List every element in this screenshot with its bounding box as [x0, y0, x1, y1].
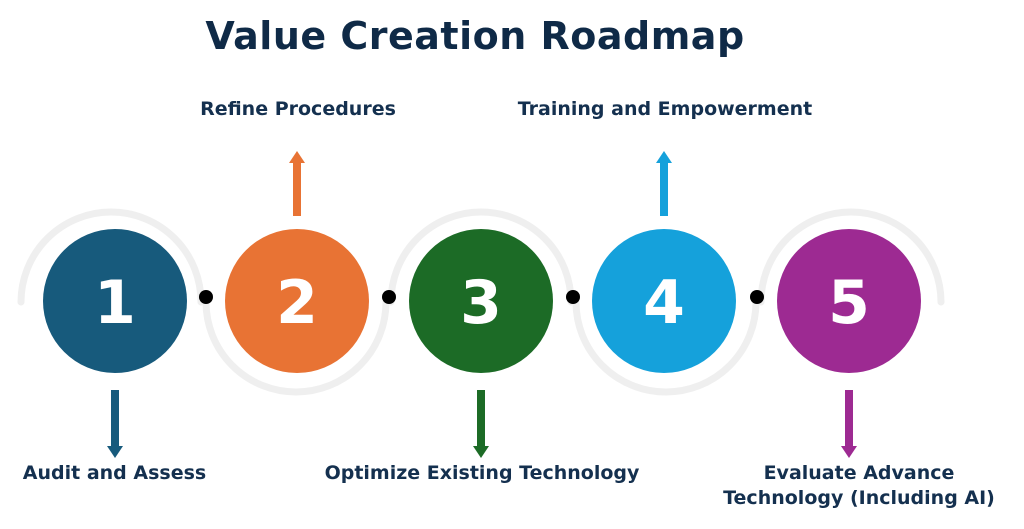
- step-label-5-line-1: Evaluate Advance: [763, 462, 955, 484]
- step-number-5: 5: [828, 268, 870, 338]
- track-arc-2: [202, 298, 390, 396]
- step-1: 1: [43, 229, 187, 373]
- step-number-3: 3: [460, 268, 502, 338]
- track-arc-3: [387, 208, 575, 306]
- step-3: 3: [409, 229, 553, 373]
- arrow-1-down: [107, 390, 123, 458]
- step-circle-4: [592, 229, 736, 373]
- page-title: Value Creation Roadmap: [205, 14, 745, 58]
- step-label-5: Evaluate Advance Technology (Including A…: [702, 461, 1016, 511]
- step-number-1: 1: [94, 268, 136, 338]
- step-label-4: Training and Empowerment: [517, 98, 813, 120]
- track-arc-4: [572, 298, 760, 396]
- arrow-2-up: [289, 151, 305, 216]
- connector-dot-1: [199, 290, 213, 304]
- step-circle-1: [43, 229, 187, 373]
- arrow-3-down: [473, 390, 489, 458]
- track-arcs: [17, 208, 945, 396]
- step-circle-3: [409, 229, 553, 373]
- step-5: 5: [777, 229, 921, 373]
- step-4: 4: [592, 229, 736, 373]
- connector-dot-4: [750, 290, 764, 304]
- step-label-3: Optimize Existing Technology: [324, 462, 640, 484]
- step-circle-5: [777, 229, 921, 373]
- connector-dot-3: [566, 290, 580, 304]
- step-label-1: Audit and Assess: [22, 462, 207, 484]
- step-label-5-line-2: Technology (Including AI): [723, 487, 995, 509]
- step-number-4: 4: [643, 268, 685, 338]
- connector-dot-2: [382, 290, 396, 304]
- step-circle-2: [225, 229, 369, 373]
- step-number-2: 2: [276, 268, 318, 338]
- connector-dots: [199, 290, 764, 304]
- arrow-4-up: [656, 151, 672, 216]
- step-label-2: Refine Procedures: [200, 98, 396, 120]
- track-arc-5: [757, 208, 945, 306]
- track-arc-1: [17, 208, 205, 306]
- step-2: 2: [225, 229, 369, 373]
- arrow-5-down: [841, 390, 857, 458]
